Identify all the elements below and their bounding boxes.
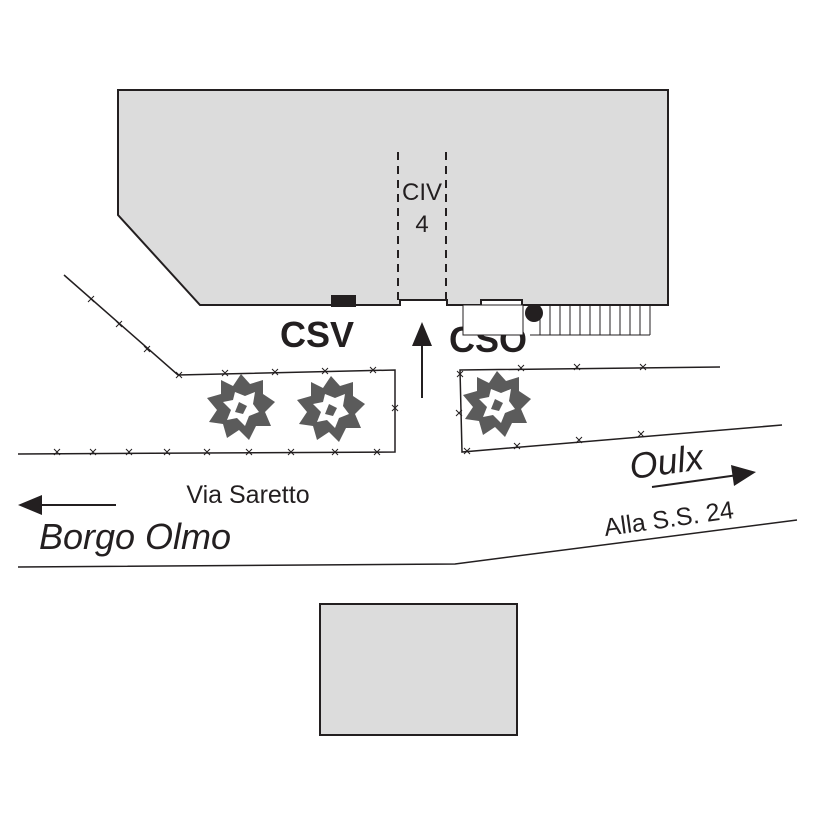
left-fence-marks	[53, 295, 399, 456]
cso-box	[462, 304, 524, 336]
lower-building	[319, 603, 518, 736]
main-building	[117, 89, 669, 306]
stairs	[530, 305, 651, 336]
entrance-arrow-icon	[412, 322, 432, 398]
civ-number-label: 4	[415, 211, 428, 238]
tree-icon	[297, 376, 365, 442]
left-flower-bed	[17, 274, 396, 455]
west-arrow-icon	[18, 495, 116, 515]
right-fence-marks	[455, 363, 647, 455]
east-road-label: Alla S.S. 24	[602, 496, 735, 542]
east-destination-label: Oulx	[627, 436, 708, 487]
tree-icon	[463, 371, 531, 437]
csv-marker	[331, 295, 356, 307]
tree-icon	[207, 374, 275, 440]
civ-label: CIV	[402, 179, 442, 206]
road-edge	[17, 519, 798, 568]
east-arrow-icon	[651, 465, 756, 488]
cso-marker	[525, 304, 543, 322]
csv-label: CSV	[280, 314, 354, 355]
street-label: Via Saretto	[186, 481, 309, 509]
west-destination-label: Borgo Olmo	[39, 516, 231, 557]
